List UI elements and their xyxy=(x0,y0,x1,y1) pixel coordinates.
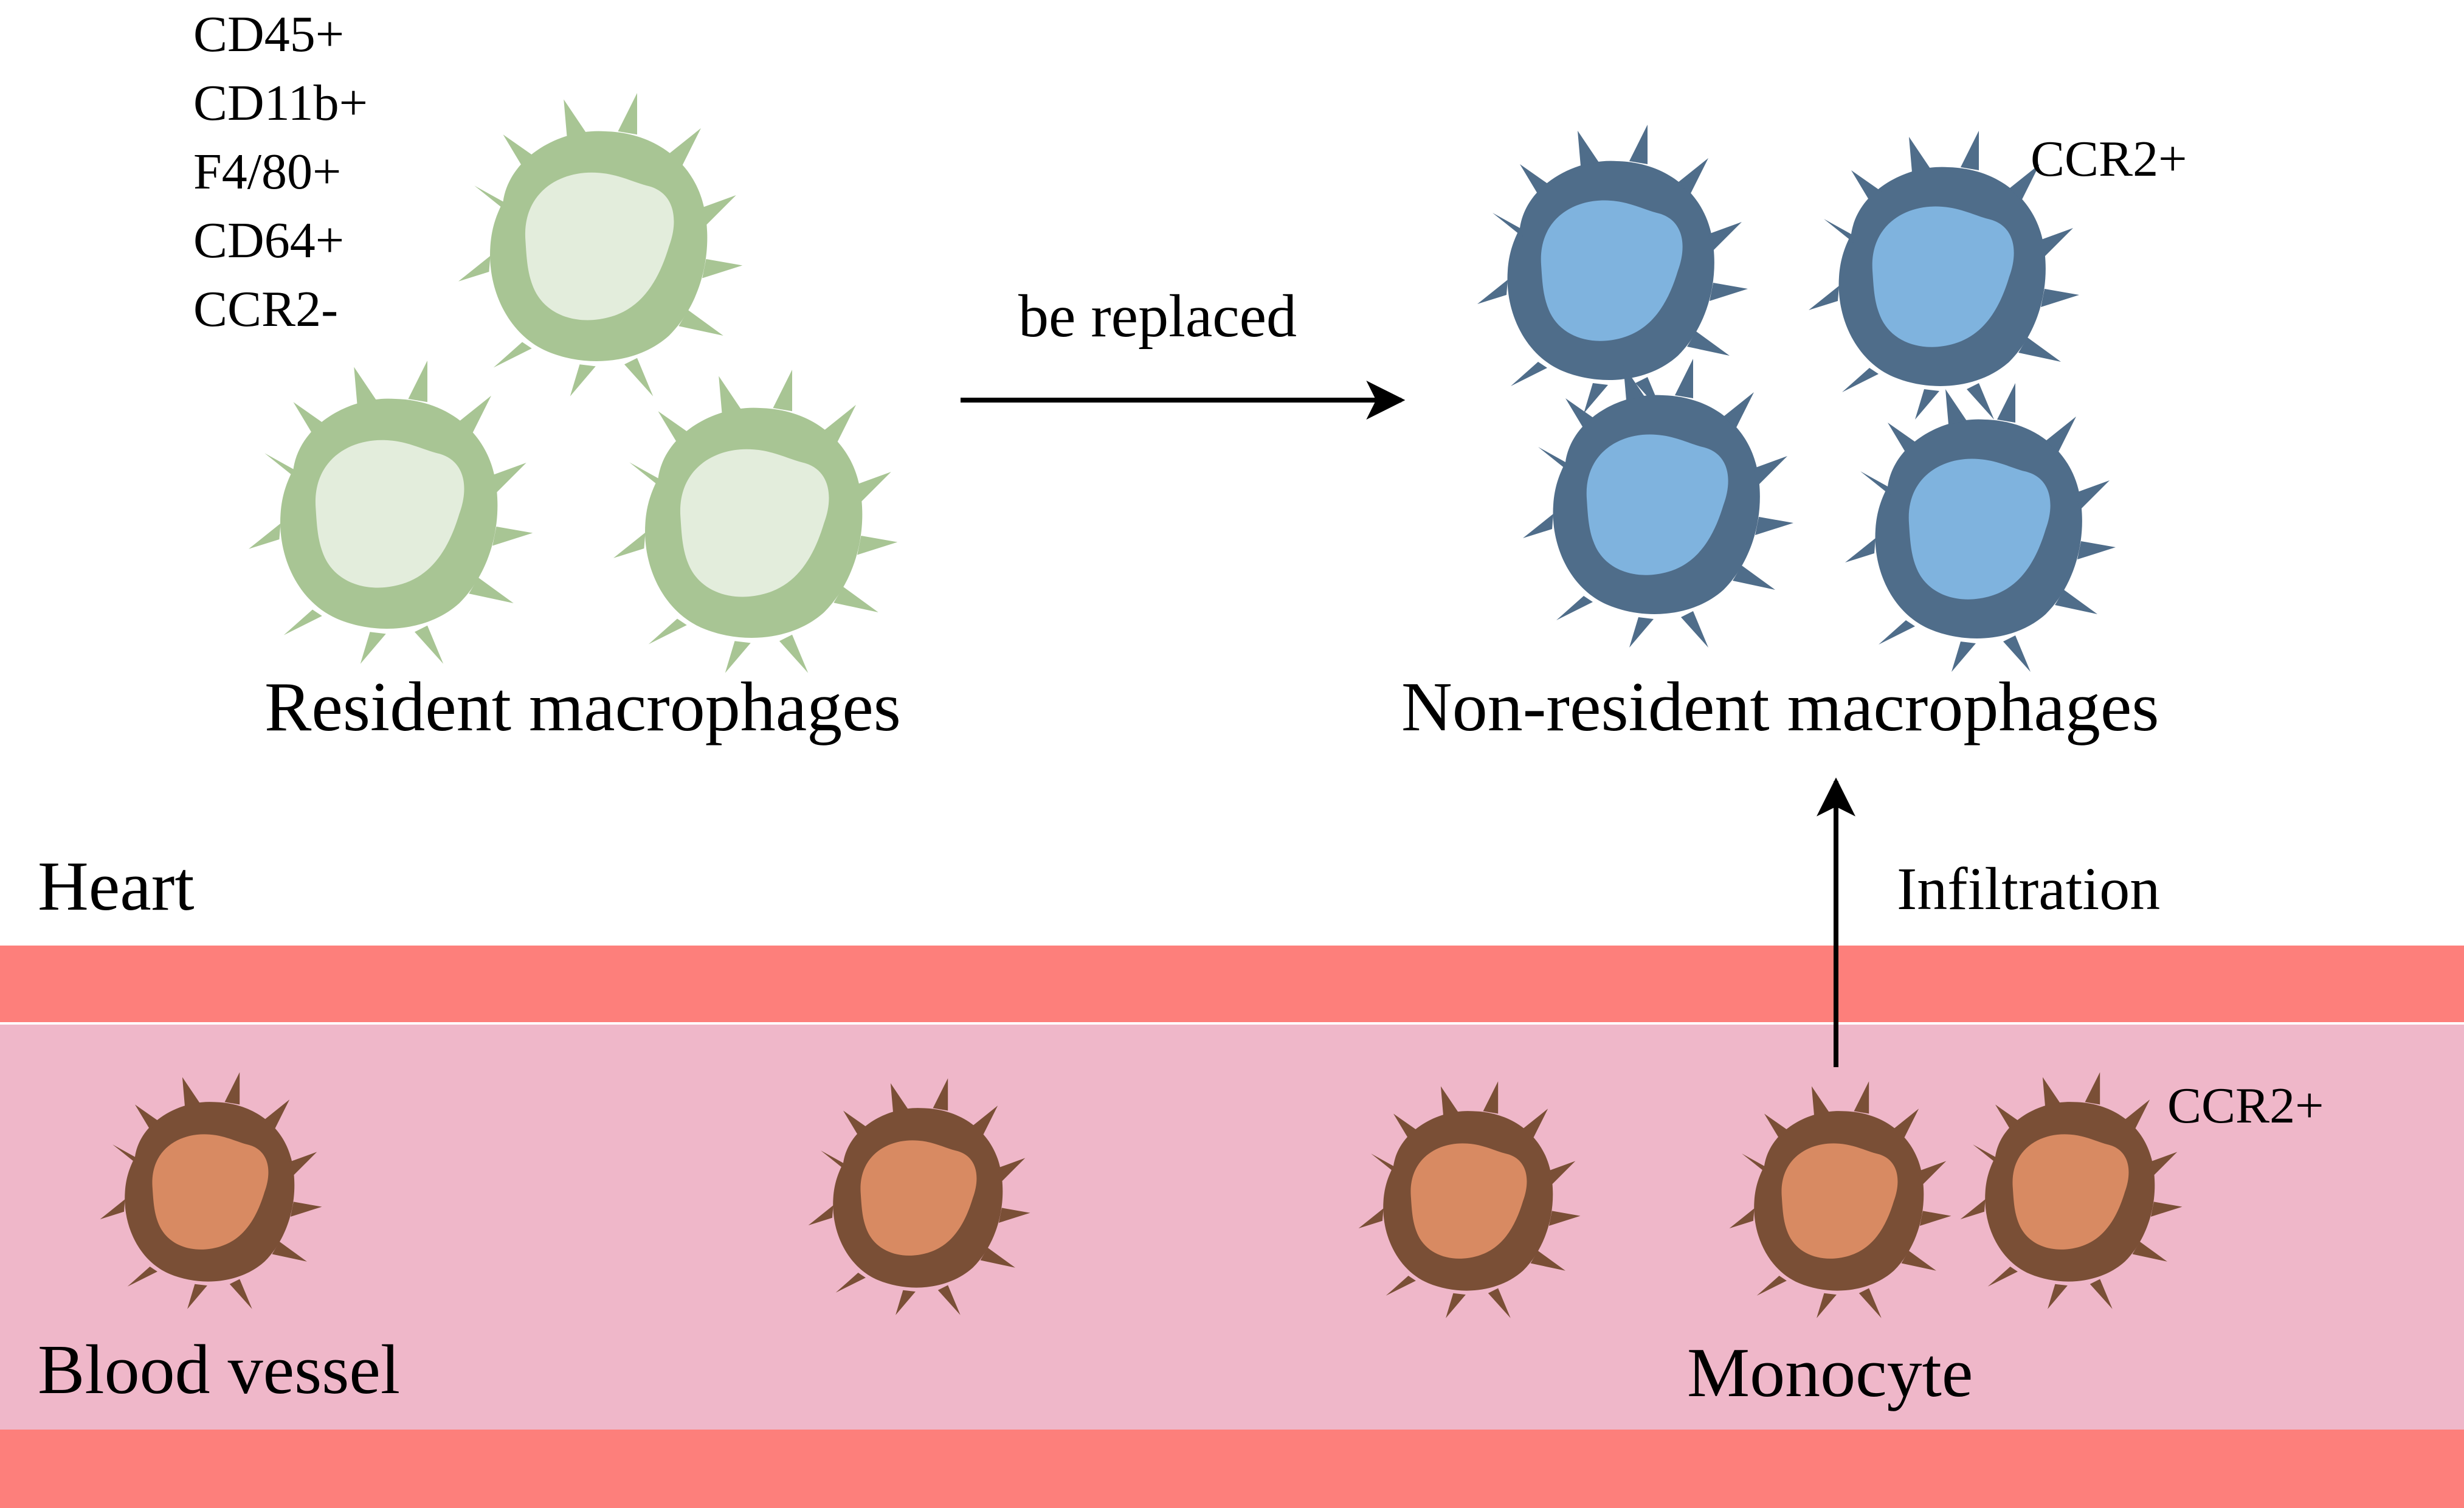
resident-macrophages-label: Resident macrophages xyxy=(264,668,901,746)
replacement-label: be replaced xyxy=(1018,282,1297,350)
resident-macrophage xyxy=(613,370,898,673)
non-resident-macrophage xyxy=(1477,125,1748,413)
resident-macrophage xyxy=(249,361,533,664)
resident-macrophage xyxy=(458,93,743,396)
non-resident-macrophage xyxy=(1845,383,2116,672)
ccr2-positive-macrophage-label: CCR2+ xyxy=(2031,131,2187,187)
marker-list: CD45+ CD11b+ F4/80+ CD64+ CCR2- xyxy=(193,0,368,344)
infiltration-label: Infiltration xyxy=(1897,855,2161,922)
marker-label: CD64+ xyxy=(193,212,345,269)
non-resident-macrophages-label: Non-resident macrophages xyxy=(1401,668,2159,746)
vessel-upper-wall xyxy=(0,946,2464,1023)
heart-label: Heart xyxy=(38,848,195,925)
marker-label: CCR2- xyxy=(193,281,339,337)
monocyte-label: Monocyte xyxy=(1687,1334,1973,1412)
marker-label: F4/80+ xyxy=(193,144,342,200)
marker-label: CD45+ xyxy=(193,6,345,63)
ccr2-positive-monocyte-label: CCR2+ xyxy=(2167,1077,2324,1134)
blood-vessel-label: Blood vessel xyxy=(38,1331,401,1409)
marker-label: CD11b+ xyxy=(193,75,368,131)
non-resident-macrophage xyxy=(1523,359,1793,648)
vessel-lower-wall xyxy=(0,1430,2464,1508)
